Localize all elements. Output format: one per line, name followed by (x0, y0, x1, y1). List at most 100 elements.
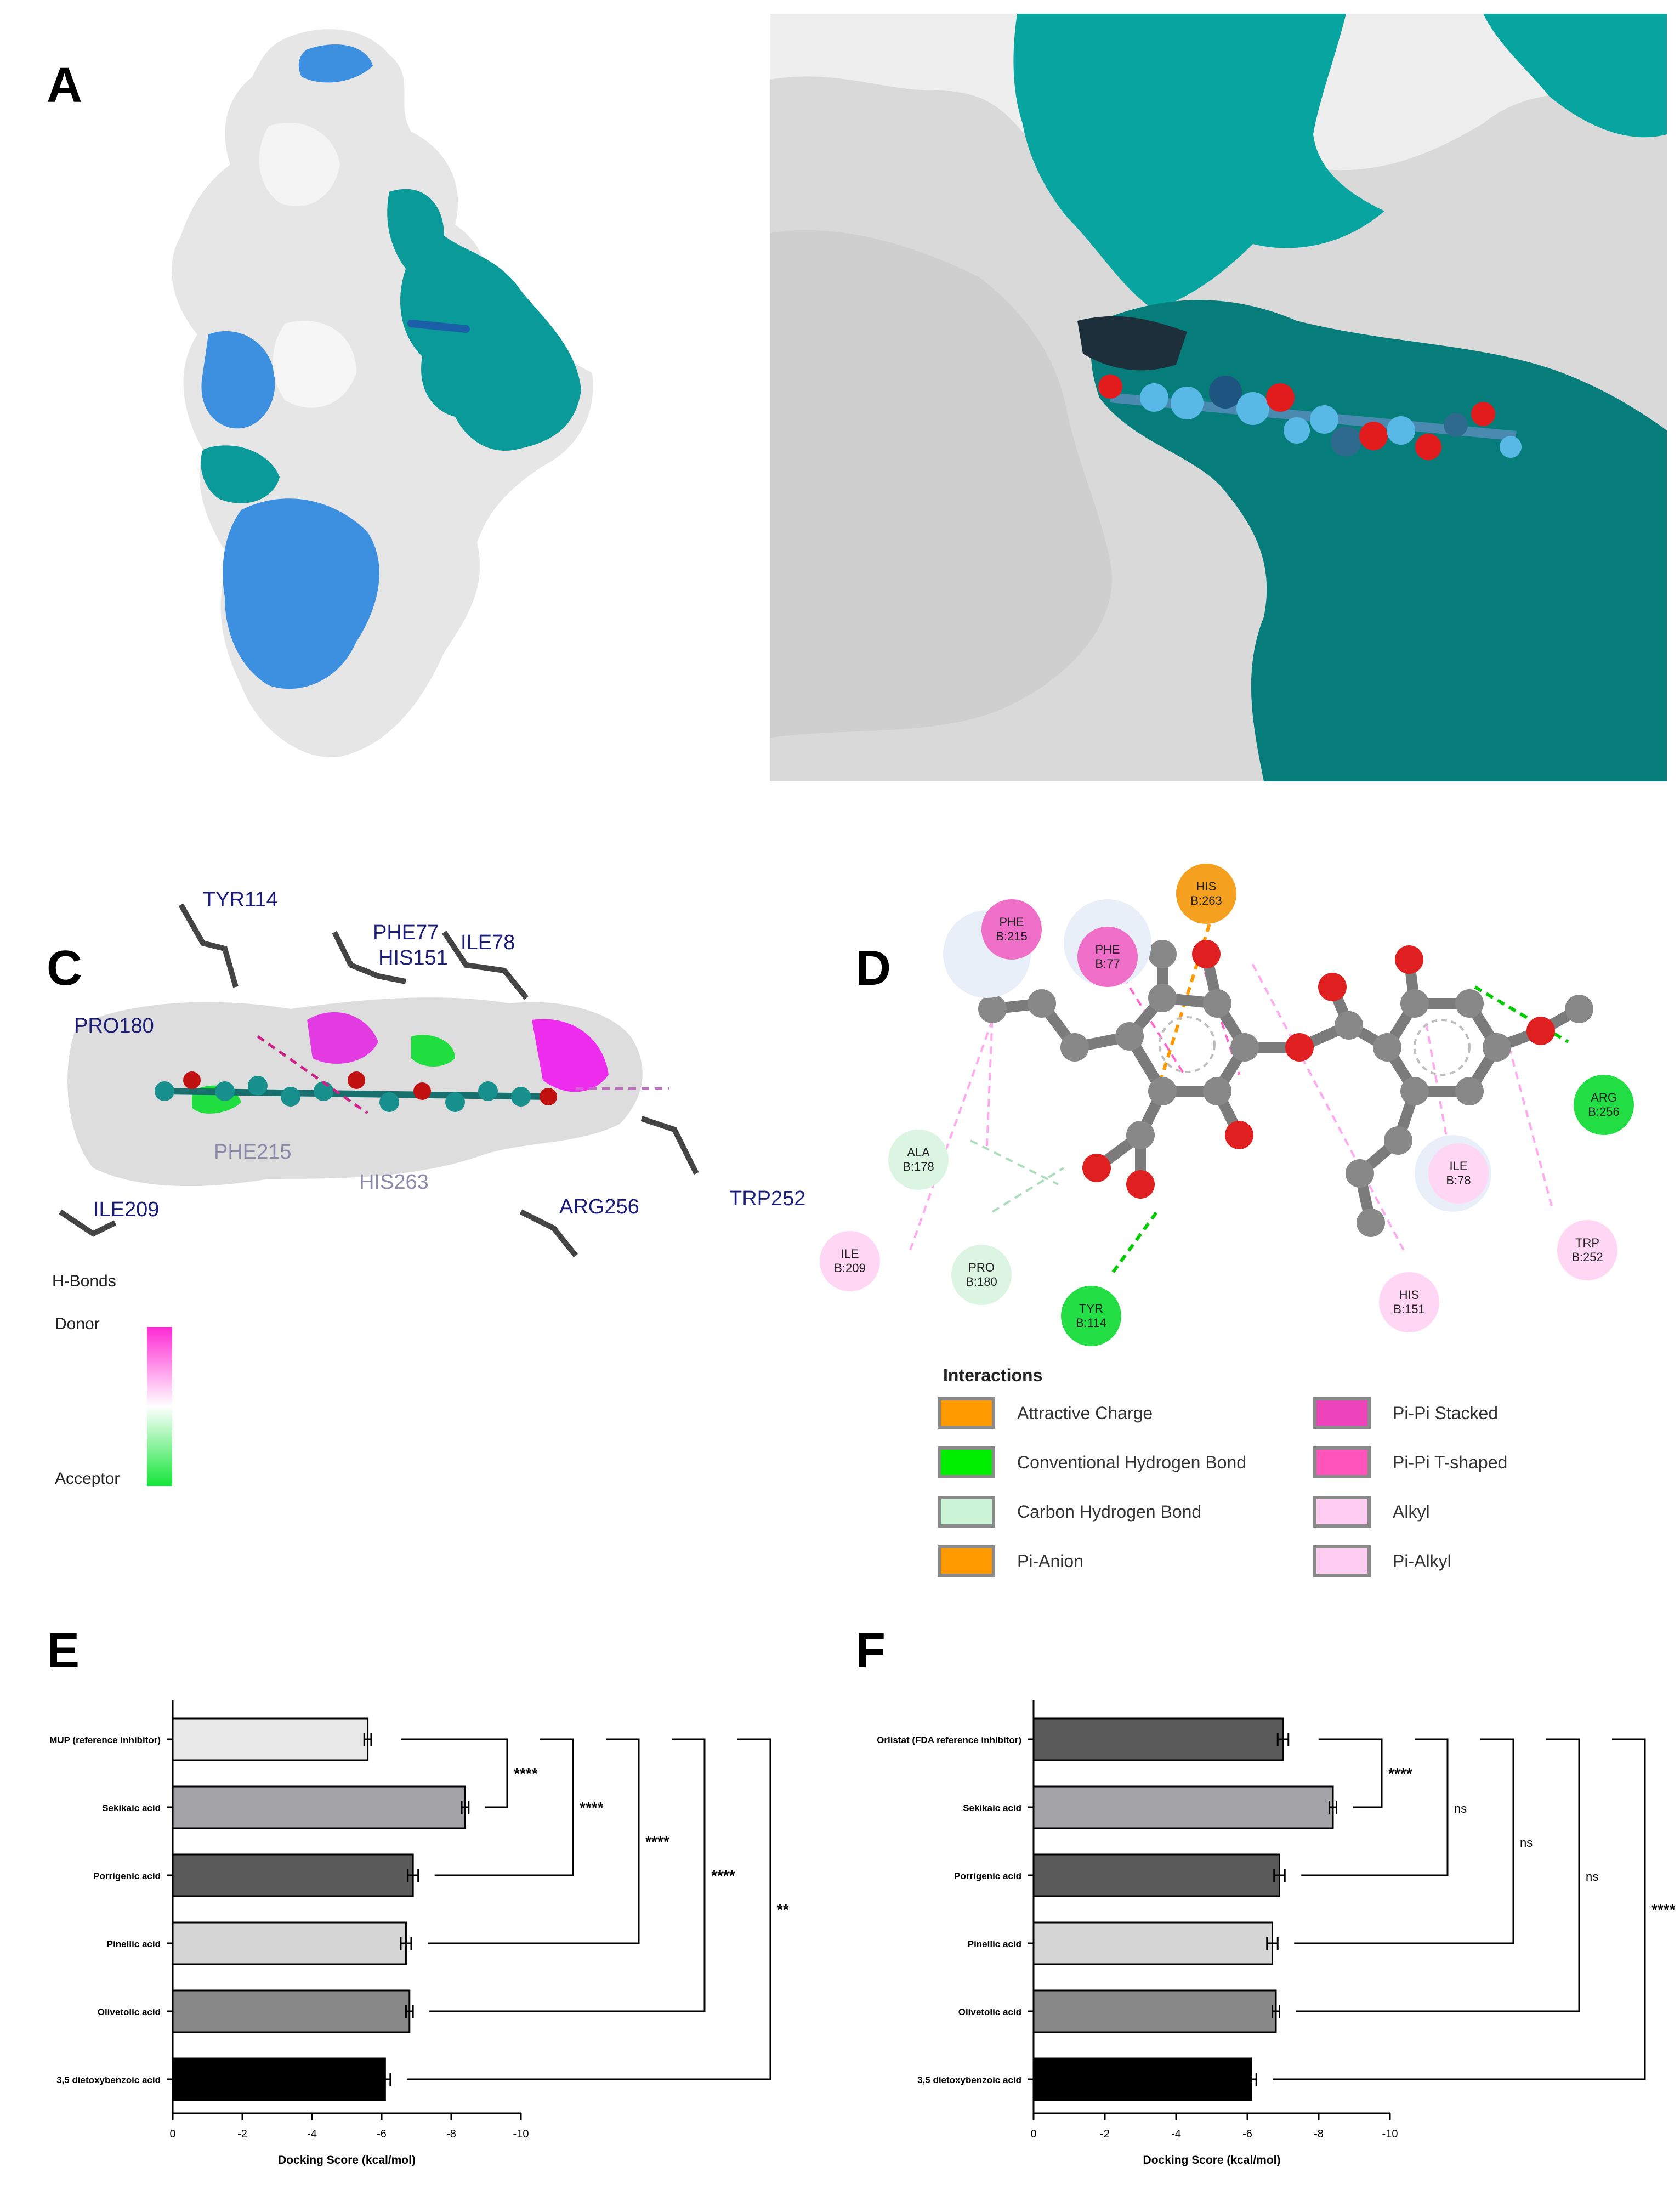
significance-label: **** (711, 1867, 735, 1884)
panel-label-a: A (47, 58, 82, 113)
bar (1032, 1785, 1334, 1829)
significance-label: ns (1520, 1836, 1533, 1850)
x-tick-label: -4 (307, 2128, 317, 2140)
bar (172, 1853, 414, 1897)
x-tick-label: 0 (1030, 2128, 1036, 2140)
legend-label: Alkyl (1393, 1501, 1430, 1522)
significance-bracket (434, 1738, 574, 1876)
residue-id: B:78 (1446, 1173, 1471, 1187)
residue-name: PHE (999, 915, 1024, 929)
x-tick-label: -10 (1382, 2128, 1398, 2140)
x-axis-label: Docking Score (kcal/mol) (1143, 2154, 1281, 2166)
panel-label-c: C (47, 941, 82, 996)
bar (172, 1717, 369, 1761)
x-tick-label: -4 (1171, 2128, 1181, 2140)
significance-bracket (1273, 1738, 1646, 2080)
residue-label-tyr114: TYR114 (203, 888, 278, 911)
residue-id: B:252 (1571, 1250, 1603, 1264)
category-label: Orlistat (FDA reference inhibitor) (877, 1735, 1021, 1745)
residue-name: TRP (1575, 1236, 1599, 1250)
binding-pocket-image-b (770, 14, 1667, 781)
residue-name: PRO (968, 1261, 995, 1274)
residue-id: B:209 (834, 1261, 866, 1275)
legend-item-pi-pi-stacked: Pi-Pi Stacked (1313, 1397, 1498, 1429)
legend-swatch (1313, 1397, 1371, 1429)
legend-item-attractive-charge: Attractive Charge (938, 1397, 1153, 1429)
legend-swatch (1313, 1446, 1371, 1478)
category-label: 3,5 dietoxybenzoic acid (56, 2075, 161, 2085)
significance-label: ns (1454, 1802, 1467, 1816)
legend-label: Pi-Pi Stacked (1393, 1403, 1499, 1423)
bar (1032, 2057, 1252, 2101)
residue-id: B:114 (1076, 1316, 1106, 1330)
legend-item-pi-pi-t-shaped: Pi-Pi T-shaped (1313, 1446, 1507, 1478)
residue-label-ile78: ILE78 (461, 931, 515, 954)
legend-item-carbon-hydrogen-bond: Carbon Hydrogen Bond (938, 1496, 1201, 1528)
legend-item-pi-alkyl: Pi-Alkyl (1313, 1545, 1451, 1577)
significance-bracket (1301, 1738, 1449, 1876)
category-label: Pinellic acid (968, 1939, 1021, 1949)
significance-bracket (429, 1738, 706, 2012)
significance-label: ns (1586, 1870, 1598, 1884)
significance-bracket (1294, 1738, 1514, 1944)
residue-id: B:215 (996, 929, 1028, 943)
residue-label-phe215: PHE215 (214, 1141, 292, 1164)
category-label: Sekikaic acid (102, 1803, 161, 1813)
x-tick-label: -6 (1242, 2128, 1252, 2140)
residue-name: ARG (1591, 1091, 1617, 1104)
residue-id: B:178 (903, 1160, 934, 1173)
hbond-color-scale (147, 1327, 172, 1486)
legend-swatch (938, 1496, 995, 1528)
bar (1032, 1921, 1273, 1965)
legend-swatch (938, 1446, 995, 1478)
residue-label-arg256: ARG256 (559, 1195, 639, 1218)
residue-name: ALA (907, 1145, 930, 1159)
x-tick-label: -10 (513, 2128, 529, 2140)
residue-name: PHE (1095, 943, 1120, 956)
legend-label: Pi-Alkyl (1393, 1551, 1451, 1571)
residue-label-trp252: TRP252 (729, 1187, 806, 1210)
residue-id: B:151 (1393, 1302, 1425, 1316)
panel-label-e: E (47, 1624, 80, 1678)
legend-item-conventional-hydrogen-bond: Conventional Hydrogen Bond (938, 1446, 1246, 1478)
residue-label-ile209: ILE209 (93, 1198, 160, 1221)
interaction-2d-diagram-d (909, 899, 1593, 1273)
bar (172, 2057, 386, 2101)
significance-label: **** (1651, 1901, 1676, 1918)
interactions-legend-title: Interactions (943, 1365, 1043, 1385)
residue-label-pro180: PRO180 (74, 1014, 154, 1037)
residue-name: HIS (1399, 1288, 1420, 1302)
residue-name: ILE (841, 1247, 859, 1261)
x-tick-label: -2 (1100, 2128, 1110, 2140)
legend-label: Pi-Anion (1017, 1551, 1083, 1571)
bar (1032, 1853, 1280, 1897)
significance-bracket (401, 1738, 508, 1808)
bar (1032, 1989, 1277, 2033)
x-axis-label: Docking Score (kcal/mol) (278, 2154, 416, 2166)
category-label: 3,5 dietoxybenzoic acid (917, 2075, 1021, 2085)
panel-label-f: F (855, 1624, 886, 1678)
residue-id: B:180 (966, 1275, 997, 1289)
residue-id: B:256 (1588, 1105, 1620, 1119)
bar (172, 1921, 407, 1965)
category-label: Porrigenic acid (93, 1871, 161, 1881)
category-label: Sekikaic acid (963, 1803, 1021, 1813)
residue-id: B:263 (1190, 894, 1222, 907)
category-label: Olivetolic acid (958, 2007, 1021, 2017)
x-tick-label: -2 (237, 2128, 247, 2140)
significance-bracket (1296, 1738, 1580, 2012)
significance-label: **** (514, 1765, 538, 1782)
significance-bracket (427, 1738, 640, 1944)
category-label: Porrigenic acid (954, 1871, 1021, 1881)
interaction-3d-image-c (59, 903, 699, 1258)
